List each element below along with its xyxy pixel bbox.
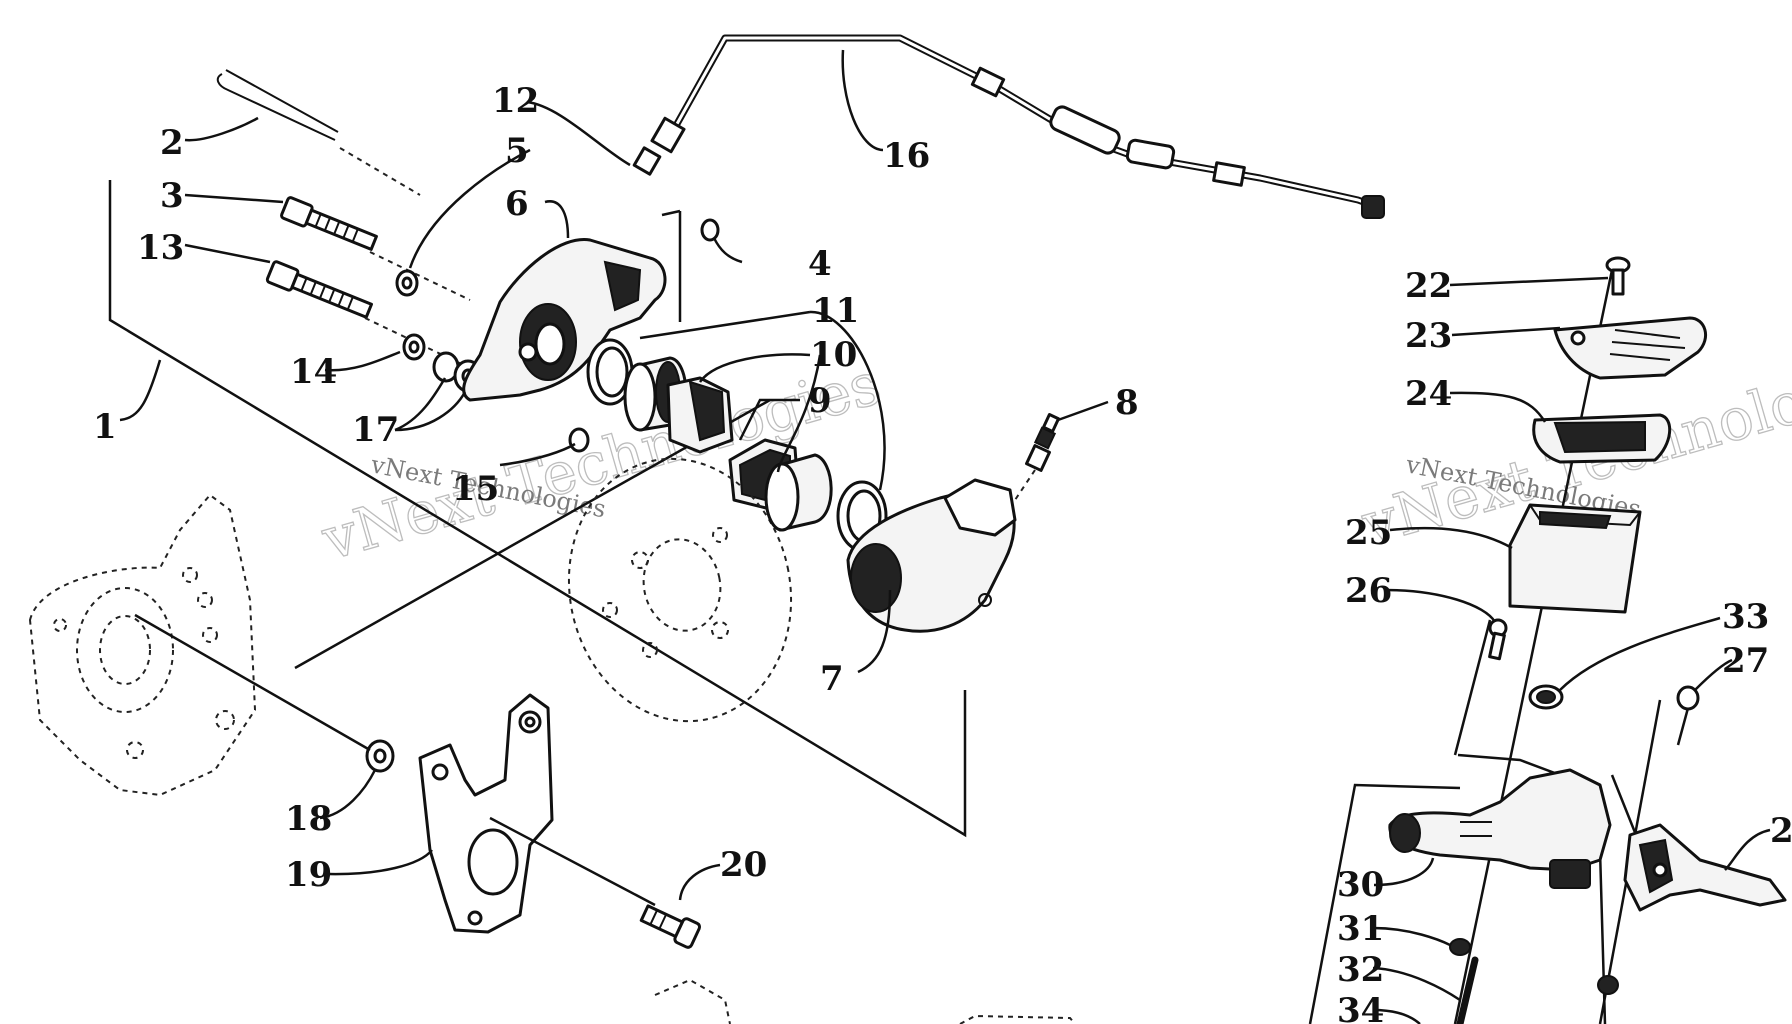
piston-right [764, 453, 833, 532]
reservoir [1508, 503, 1642, 614]
callout-32: 32 [1337, 950, 1384, 990]
callout-17: 17 [352, 410, 399, 450]
callout-6: 6 [505, 184, 529, 224]
callout-4: 4 [808, 244, 832, 284]
leader-lines [119, 49, 1771, 1024]
callout-13: 13 [137, 228, 184, 268]
callout-9: 9 [808, 381, 832, 421]
brake-line-hose [632, 34, 1385, 219]
callout-34: 34 [1337, 991, 1384, 1024]
callout-8: 8 [1115, 383, 1139, 423]
background-fragment-2 [959, 1014, 1076, 1024]
nut-bottom [1597, 975, 1619, 995]
callout-11: 11 [812, 291, 859, 331]
brake-pad-inner [666, 376, 734, 454]
callout-31: 31 [1337, 909, 1384, 949]
callout-15: 15 [452, 469, 499, 509]
brake-rotor [567, 457, 793, 723]
callout-25: 25 [1345, 513, 1392, 553]
callout-1: 1 [93, 407, 117, 447]
washer-33 [1528, 684, 1564, 710]
callout-19: 19 [285, 855, 332, 895]
callout-3: 3 [160, 176, 184, 216]
callout-26: 26 [1345, 571, 1392, 611]
brake-lever-28 [1623, 823, 1787, 912]
callout-7: 7 [820, 659, 844, 699]
master-cylinder-group [1308, 256, 1787, 1024]
cap-screw [1605, 256, 1631, 296]
callout-22: 22 [1405, 266, 1452, 306]
diaphragm [1532, 413, 1672, 464]
screw-26 [1488, 618, 1508, 661]
callout-33: 33 [1722, 597, 1769, 637]
callout-18: 18 [285, 799, 332, 839]
callout-20: 20 [720, 845, 767, 885]
wheel-hub [28, 493, 371, 797]
callout-10: 10 [810, 335, 857, 375]
callout-27: 27 [1722, 641, 1769, 681]
callout-24: 24 [1405, 374, 1452, 414]
callout-12: 12 [492, 81, 539, 121]
caliper-bolts [265, 196, 471, 369]
bracket-bolt [639, 904, 702, 949]
caliper-bracket [418, 693, 656, 934]
callout-23: 23 [1405, 316, 1452, 356]
pushrod [1456, 956, 1479, 1024]
callout-16: 16 [883, 136, 930, 176]
callout-14: 14 [290, 352, 337, 392]
callout-5: 5 [505, 131, 529, 171]
pivot-27 [1676, 685, 1700, 746]
cotter-pin [216, 69, 421, 196]
callout-28: 28 [1770, 811, 1792, 851]
callout-2: 2 [160, 123, 184, 163]
background-fragment-1 [654, 978, 731, 1024]
master-cylinder-body [1388, 768, 1612, 889]
nut-31 [1449, 938, 1471, 956]
callout-30: 30 [1337, 865, 1384, 905]
caliper-inner-half [462, 238, 667, 402]
bleeder-screw [1014, 413, 1060, 501]
seal-left [586, 338, 634, 406]
reservoir-cap [1553, 316, 1708, 380]
callout-labels: 1 2 3 4 5 6 7 8 9 10 11 12 13 14 15 16 1… [93, 81, 1792, 1024]
